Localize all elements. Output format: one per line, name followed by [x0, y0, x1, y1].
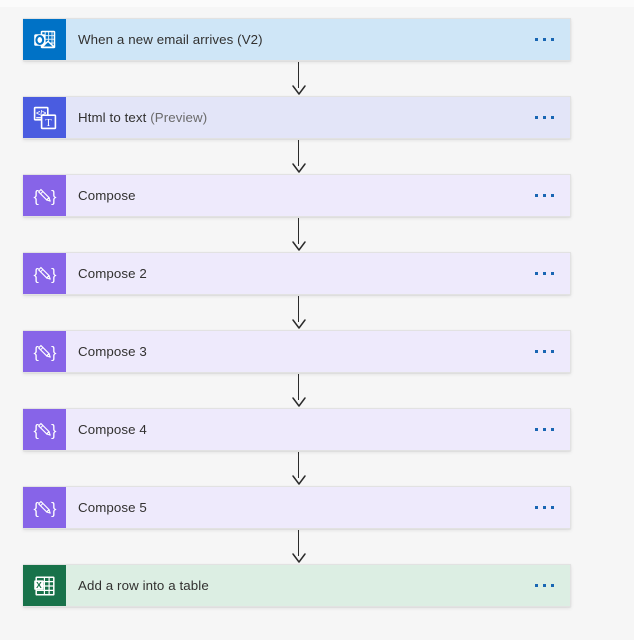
flow-connector-arrow — [289, 452, 309, 486]
flow-connector-arrow — [289, 218, 309, 252]
svg-text:}: } — [51, 500, 57, 517]
flow-step-card-add-row-into-table[interactable]: X Add a row into a table — [23, 564, 571, 607]
flow-connector-arrow — [289, 296, 309, 330]
more-commands-icon[interactable] — [533, 188, 556, 203]
flow-step-body: Html to text (Preview) — [66, 97, 570, 138]
flow-step-title-text: When a new email arrives (V2) — [78, 32, 263, 47]
connector-line — [298, 530, 300, 556]
svg-text:{: { — [33, 266, 39, 283]
more-commands-icon[interactable] — [533, 500, 556, 515]
flow-step-title-text: Html to text — [78, 110, 147, 125]
flow-step-title: Compose 3 — [78, 344, 147, 359]
html-to-text-icon: </>T — [23, 97, 66, 138]
flow-step-title-text: Compose 4 — [78, 422, 147, 437]
flow-step-card-compose-5[interactable]: {} Compose 5 — [23, 486, 571, 529]
svg-text:{: { — [33, 422, 39, 439]
connector-arrowhead-icon — [292, 85, 306, 95]
connector-arrowhead-icon — [292, 241, 306, 251]
flow-step-body: Compose 3 — [66, 331, 570, 372]
flow-step-title-text: Compose 3 — [78, 344, 147, 359]
more-commands-icon[interactable] — [533, 266, 556, 281]
svg-text:}: } — [51, 188, 57, 205]
connector-line — [298, 374, 300, 400]
flow-step-title-text: Compose 2 — [78, 266, 147, 281]
flow-step-title-text: Compose 5 — [78, 500, 147, 515]
flow-step-body: When a new email arrives (V2) — [66, 19, 570, 60]
flow-step-card-html-to-text[interactable]: </>T Html to text (Preview) — [23, 96, 571, 139]
flow-step-title: Compose 2 — [78, 266, 147, 281]
more-commands-icon[interactable] — [533, 578, 556, 593]
flow-step-card-compose-3[interactable]: {} Compose 3 — [23, 330, 571, 373]
flow-step-body: Compose 4 — [66, 409, 570, 450]
svg-text:T: T — [45, 118, 52, 129]
connector-line — [298, 296, 300, 322]
compose-icon: {} — [23, 175, 66, 216]
svg-text:{: { — [33, 344, 39, 361]
compose-icon: {} — [23, 487, 66, 528]
flow-step-body: Compose 5 — [66, 487, 570, 528]
connector-arrowhead-icon — [292, 163, 306, 173]
flow-connector-arrow — [289, 140, 309, 174]
more-commands-icon[interactable] — [533, 32, 556, 47]
flow-connector-arrow — [289, 62, 309, 96]
flow-step-title: Compose — [78, 188, 136, 203]
excel-icon: X — [23, 565, 66, 606]
flow-step-title: Compose 4 — [78, 422, 147, 437]
flow-step-title: When a new email arrives (V2) — [78, 32, 263, 47]
more-commands-icon[interactable] — [533, 422, 556, 437]
svg-text:{: { — [33, 500, 39, 517]
compose-icon: {} — [23, 409, 66, 450]
connector-line — [298, 452, 300, 478]
svg-text:{: { — [33, 188, 39, 205]
connector-arrowhead-icon — [292, 475, 306, 485]
connector-line — [298, 62, 300, 88]
flow-step-subtitle-text: (Preview) — [150, 110, 208, 125]
svg-text:</>: </> — [36, 110, 46, 117]
flow-step-body: Add a row into a table — [66, 565, 570, 606]
flow-step-card-compose-4[interactable]: {} Compose 4 — [23, 408, 571, 451]
compose-icon: {} — [23, 253, 66, 294]
flow-step-card-compose-1[interactable]: {} Compose — [23, 174, 571, 217]
flow-step-body: Compose 2 — [66, 253, 570, 294]
more-commands-icon[interactable] — [533, 110, 556, 125]
connector-arrowhead-icon — [292, 553, 306, 563]
svg-text:}: } — [51, 344, 57, 361]
svg-text:X: X — [36, 580, 42, 590]
connector-arrowhead-icon — [292, 397, 306, 407]
flow-step-title: Compose 5 — [78, 500, 147, 515]
connector-line — [298, 140, 300, 166]
compose-icon: {} — [23, 331, 66, 372]
flow-step-card-compose-2[interactable]: {} Compose 2 — [23, 252, 571, 295]
outlook-icon — [23, 19, 66, 60]
svg-text:}: } — [51, 266, 57, 283]
connector-line — [298, 218, 300, 244]
flow-step-title-text: Add a row into a table — [78, 578, 209, 593]
flow-step-card-trigger-new-email[interactable]: When a new email arrives (V2) — [23, 18, 571, 61]
canvas-top-band — [0, 0, 634, 7]
flow-step-body: Compose — [66, 175, 570, 216]
flow-step-title: Html to text (Preview) — [78, 110, 207, 125]
connector-arrowhead-icon — [292, 319, 306, 329]
svg-text:}: } — [51, 422, 57, 439]
more-commands-icon[interactable] — [533, 344, 556, 359]
flow-connector-arrow — [289, 374, 309, 408]
flow-step-title-text: Compose — [78, 188, 136, 203]
flow-connector-arrow — [289, 530, 309, 564]
flow-step-title: Add a row into a table — [78, 578, 209, 593]
